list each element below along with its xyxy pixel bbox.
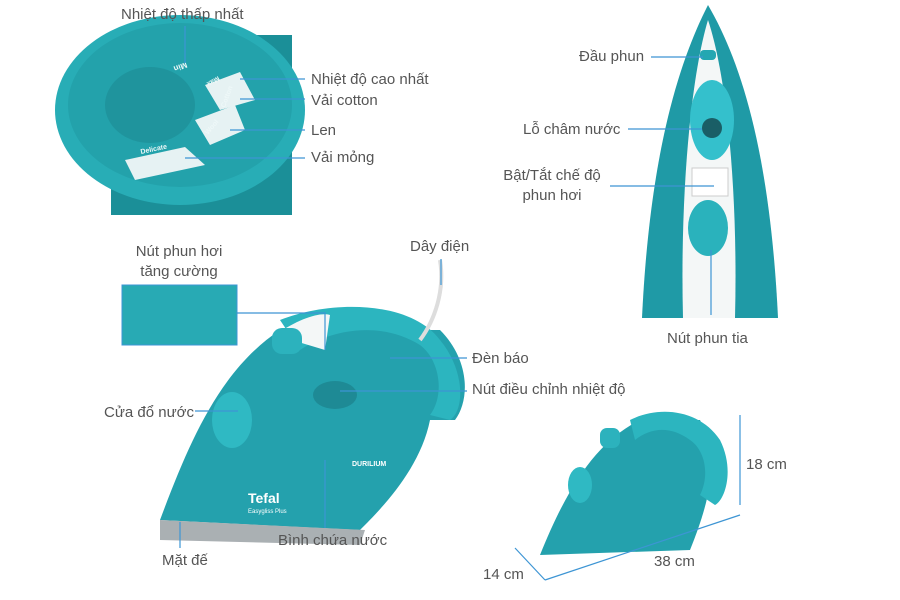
- label-water-inlet: Cửa đổ nước: [104, 404, 194, 421]
- label-steam-boost-line2: tăng cường: [140, 263, 218, 280]
- label-nozzle: Đầu phun: [579, 48, 645, 65]
- dimension-width: 14 cm: [483, 566, 524, 583]
- iron-top-view: [642, 5, 778, 318]
- dial-min-mark: Min: [172, 60, 188, 73]
- label-steam-toggle: Bật/Tắt chế độ phun hơi: [497, 167, 607, 205]
- temperature-dial-closeup: Min Max Cotton Wool Delicate: [55, 15, 305, 215]
- label-spray-button: Nút phun tia: [667, 330, 748, 347]
- label-wool: Len: [311, 122, 337, 139]
- soleplate-brand: DURILIUM: [352, 461, 386, 468]
- label-cotton: Vải cotton: [311, 92, 378, 109]
- label-steam-boost: Nút phun hơi tăng cường: [124, 243, 234, 281]
- label-fill-hole: Lỗ châm nước: [523, 121, 621, 138]
- label-cord: Dây điện: [410, 238, 470, 255]
- label-max-temp: Nhiệt độ cao nhất: [311, 71, 429, 88]
- model-name: Easygliss Plus: [248, 509, 287, 515]
- iron-side-view: Tefal Easygliss Plus DURILIUM: [121, 259, 465, 545]
- label-steam-toggle-line1: Bật/Tắt chế độ: [503, 167, 601, 184]
- label-steam-boost-line1: Nút phun hơi: [135, 243, 223, 260]
- label-delicate: Vải mỏng: [311, 149, 375, 166]
- brand-logo: Tefal: [248, 490, 280, 506]
- label-temp-knob: Nút điều chỉnh nhiệt độ: [472, 381, 626, 398]
- label-soleplate: Mặt đế: [162, 552, 208, 569]
- label-indicator: Đèn báo: [472, 350, 529, 367]
- dimension-height: 18 cm: [746, 456, 787, 473]
- label-tank: Bình chứa nước: [278, 532, 388, 549]
- leader-lines: [179, 26, 741, 581]
- label-min-temp: Nhiệt độ thấp nhất: [121, 6, 244, 23]
- iron-dimension-view: [540, 411, 728, 555]
- label-steam-toggle-line2: phun hơi: [522, 187, 582, 204]
- dimension-length: 38 cm: [654, 553, 695, 570]
